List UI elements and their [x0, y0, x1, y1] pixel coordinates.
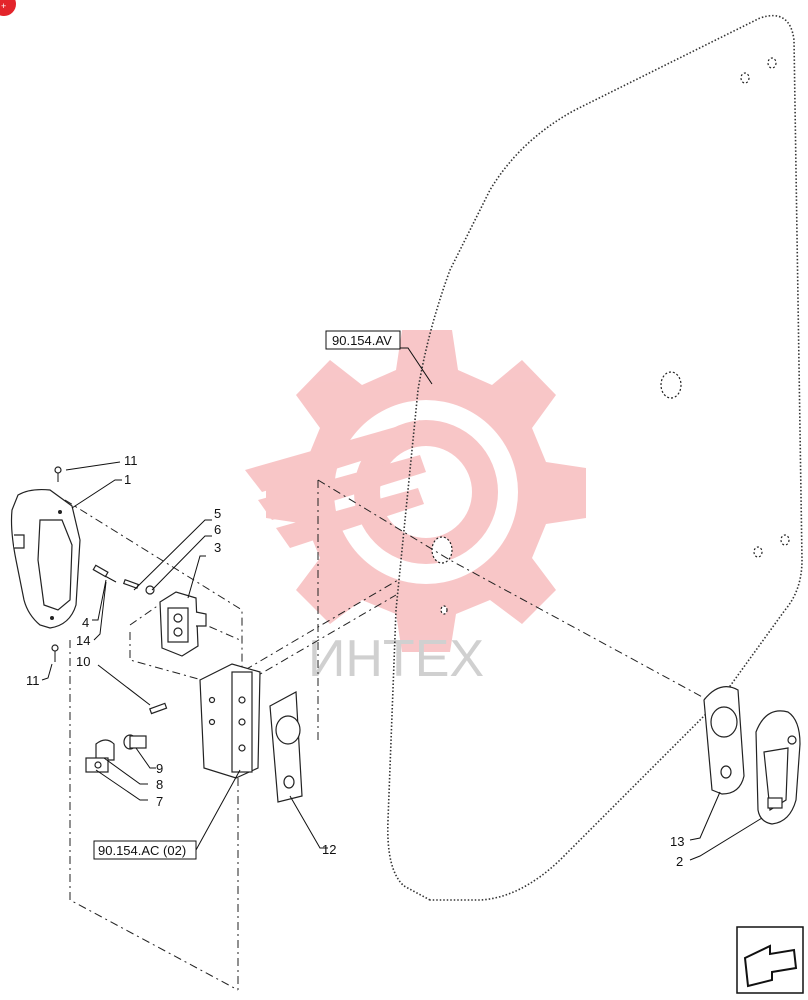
screw-10: [149, 702, 168, 715]
callout-1: 1: [124, 472, 131, 487]
gasket-plate: [269, 691, 303, 803]
bolt: [122, 578, 140, 590]
outer-handle: [755, 710, 801, 825]
callout-4: 4: [82, 615, 89, 630]
part-latch-mechanism: [159, 591, 207, 657]
callout-9: 9: [156, 761, 163, 776]
glass-reference-box[interactable]: 90.154.AV: [325, 330, 401, 350]
callout-5: 5: [214, 506, 221, 521]
small-screw: [92, 564, 117, 583]
clamp: [85, 739, 115, 773]
leader-lines: [41, 347, 763, 861]
watermark-text: ИНТЕХ: [308, 630, 484, 688]
callout-10: 10: [76, 654, 90, 669]
callout-6: 6: [214, 522, 221, 537]
washer: [145, 585, 155, 595]
callout-12: 12: [322, 842, 336, 857]
svg-text:+: +: [1, 1, 6, 11]
callout-14: 14: [76, 633, 90, 648]
callout-7: 7: [156, 794, 163, 809]
pin: [123, 734, 147, 750]
door-glass-outline: [387, 14, 803, 901]
part-latch-cover: [10, 488, 81, 629]
callout-2: 2: [676, 854, 683, 869]
callout-3: 3: [214, 540, 221, 555]
door-bracket: [199, 663, 261, 779]
arrow-icon[interactable]: [736, 926, 804, 994]
callout-8: 8: [156, 777, 163, 792]
callout-11-bottom: 11: [26, 673, 40, 688]
bracket-reference-box[interactable]: 90.154.AC (02): [93, 840, 197, 860]
screw-bottom: [51, 644, 59, 662]
outer-gasket: [703, 686, 745, 795]
glass-reference-label: 90.154.AV: [332, 333, 392, 348]
watermark-gear-icon: [245, 330, 586, 652]
red-corner-badge-icon: +: [0, 0, 16, 16]
callout-11-top: 11: [124, 453, 138, 468]
callout-13: 13: [670, 834, 684, 849]
screw-top: [54, 466, 62, 482]
bracket-reference-label: 90.154.AC (02): [98, 843, 186, 858]
